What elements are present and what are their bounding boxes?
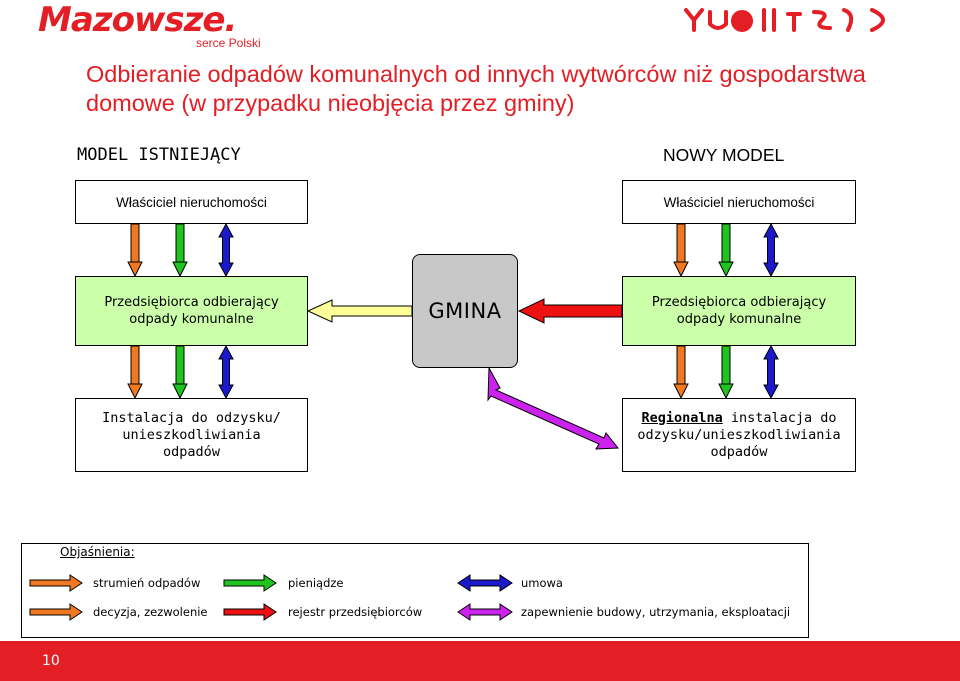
right-facility-box: Regionalna instalacja do odzysku/unieszk… [622,398,856,472]
slide-title: Odbieranie odpadów komunalnych od innych… [86,61,866,116]
gmina-box: GMINA [412,254,518,368]
right-facility-text: Regionalna instalacja do odzysku/unieszk… [633,410,845,461]
left-collector-box: Przedsiębiorca odbierający odpady komuna… [75,276,308,346]
legend-register-icon [223,603,277,621]
legend-build-icon [457,603,513,621]
slogan-logo [684,8,885,32]
footer-bar [0,641,960,681]
legend-label-build: zapewnienie budowy, utrzymania, eksploat… [521,605,791,619]
legend-contract-icon [457,574,513,592]
left-facility-label: Instalacja do odzysku/ unieszkodliwiania… [102,409,281,460]
right-collector-label: Przedsiębiorca odbierający odpady komuna… [651,295,827,327]
legend-label-money: pieniądze [288,576,344,590]
gmina-label: GMINA [428,299,502,323]
legend-decision-icon [29,603,83,621]
page-number: 10 [42,653,60,669]
right-owner-label: Właściciel nieruchomości [663,194,815,210]
mazowsze-logo: Mazowsze. [38,0,237,40]
right-model-label: NOWY MODEL [663,145,785,165]
legend-money-icon [223,574,277,592]
legend-label-contract: umowa [521,576,563,590]
left-owner-label: Właściciel nieruchomości [116,194,267,210]
right-to-gmina-register-arrow [517,298,623,324]
right-facility-label: instalacja do odzysku/unieszkodliwiania … [637,409,841,460]
legend-label-register: rejestr przedsiębiorców [288,605,423,619]
legend-box [21,543,809,638]
legend-label-decision: decyzja, zezwolenie [93,605,208,619]
gmina-to-left-decision-arrow [306,299,413,323]
gmina-to-regional-purple-arrow [487,366,620,450]
left-collector-label: Przedsiębiorca odbierający odpady komuna… [104,295,279,327]
right-owner-box: Właściciel nieruchomości [622,180,856,224]
left-model-label: MODEL ISTNIEJĄCY [77,145,241,165]
logo-subtitle: serce Polski [196,36,261,50]
left-owner-box: Właściciel nieruchomości [75,180,308,224]
right-collector-box: Przedsiębiorca odbierający odpady komuna… [622,276,856,346]
left-facility-box: Instalacja do odzysku/ unieszkodliwiania… [75,398,308,472]
legend-label-waste: strumień odpadów [93,576,201,590]
regional-bold-label: Regionalna [641,409,723,426]
legend-heading: Objaśnienia: [60,545,135,559]
legend-waste-icon [29,574,83,592]
